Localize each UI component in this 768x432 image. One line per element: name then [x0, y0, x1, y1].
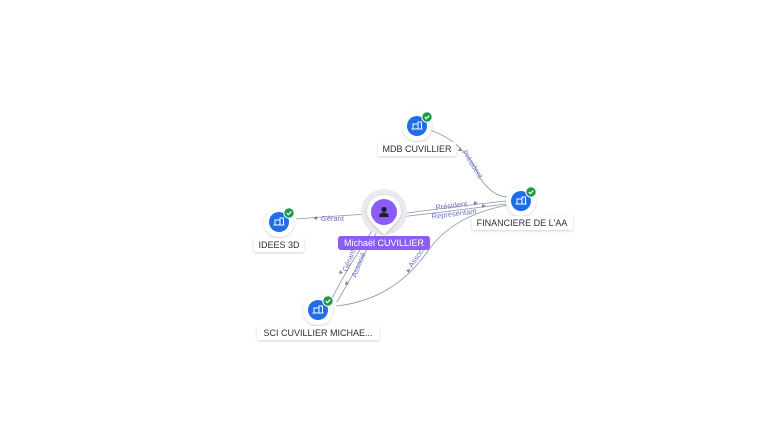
edge-arrow: [406, 269, 410, 273]
company-label-mdb: MDB CUVILLIER: [378, 142, 456, 156]
building-icon: [273, 217, 285, 226]
company-node-idees[interactable]: [264, 207, 295, 237]
edge-label-financiere-president: Président: [435, 199, 468, 212]
check-badge-icon: [421, 111, 433, 123]
company-label-financiere: FINANCIERE DE L'AA: [472, 216, 573, 230]
building-icon: [515, 196, 527, 205]
person-icon: [379, 206, 389, 217]
company-node-circle: [407, 116, 427, 136]
edge-arrow: [458, 147, 462, 151]
person-label: Michaël CUVILLIER: [338, 236, 430, 250]
edge-label-idees: Gérant: [321, 214, 345, 223]
svg-text:SCI CUVILLIER MICHAE...: SCI CUVILLIER MICHAE...: [263, 328, 372, 338]
edge-arrow: [474, 201, 478, 205]
person-node[interactable]: [361, 189, 407, 235]
check-badge-icon: [283, 207, 295, 219]
company-node-sci[interactable]: [303, 295, 334, 325]
company-label-sci: SCI CUVILLIER MICHAE...: [257, 326, 379, 340]
check-badge-icon: [525, 186, 537, 198]
edge-arrow: [313, 216, 317, 220]
edge-sci-financiere: [335, 204, 509, 307]
svg-text:MDB CUVILLIER: MDB CUVILLIER: [382, 144, 452, 154]
company-node-circle: [269, 212, 289, 232]
edge-mdb-financiere: [429, 129, 508, 198]
svg-text:IDEES 3D: IDEES 3D: [258, 240, 300, 250]
company-node-mdb[interactable]: [402, 111, 433, 141]
edge-arrow: [482, 204, 486, 208]
building-icon: [312, 305, 324, 314]
edge-person-financiere-2: [399, 203, 507, 218]
edge-person-sci-1: [330, 227, 375, 301]
check-badge-icon: [322, 295, 334, 307]
building-icon: [411, 121, 423, 130]
edge-arrow: [339, 270, 343, 274]
edge-person-financiere-1: [399, 200, 507, 215]
svg-text:Michaël CUVILLIER: Michaël CUVILLIER: [344, 238, 425, 248]
company-node-circle: [511, 191, 531, 211]
svg-text:FINANCIERE DE L'AA: FINANCIERE DE L'AA: [477, 218, 568, 228]
company-node-financiere[interactable]: [506, 186, 537, 216]
edge-label-mdb: Président: [460, 148, 485, 180]
edge-arrow: [345, 281, 349, 285]
company-label-idees: IDEES 3D: [254, 238, 304, 252]
company-node-circle: [308, 300, 328, 320]
